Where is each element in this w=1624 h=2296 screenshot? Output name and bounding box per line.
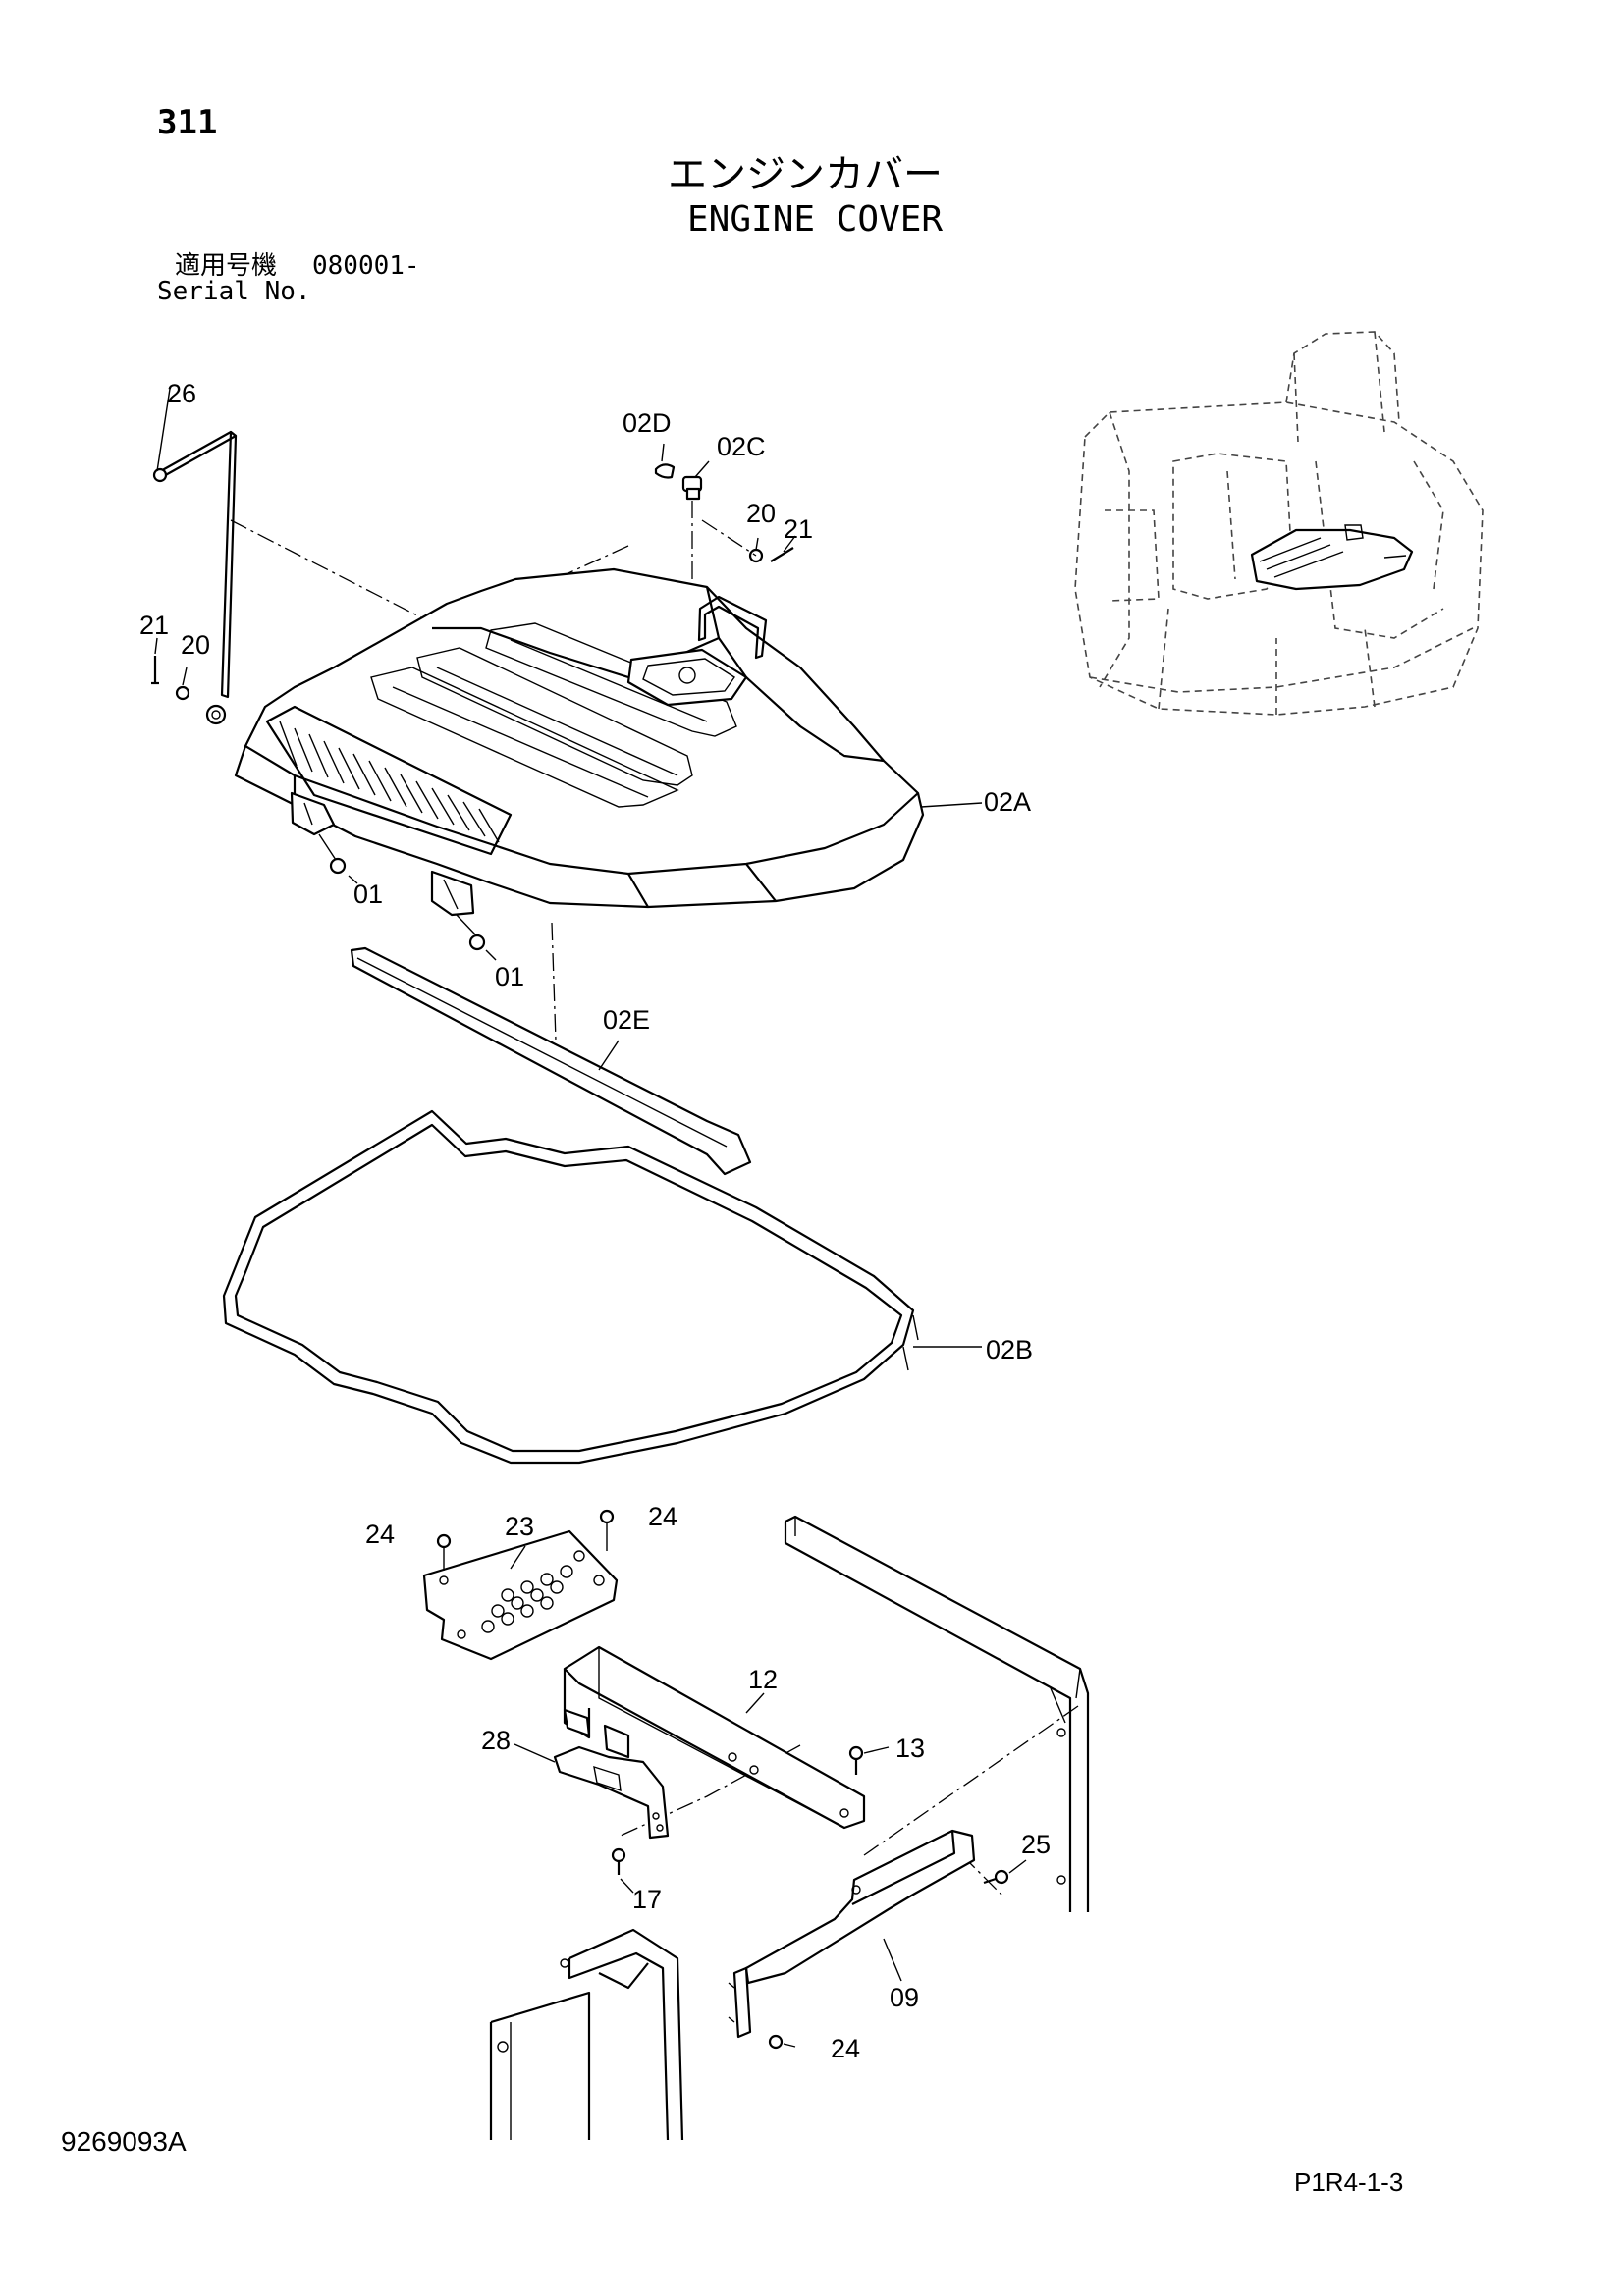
lower-left-frame [489, 1928, 684, 2141]
callout-13: 13 [895, 1734, 926, 1763]
serial-label-japanese: 適用号機 [175, 251, 278, 281]
bolts-13-17-25 [611, 1745, 1027, 1894]
title-english: ENGINE COVER [687, 199, 944, 240]
callout-24-c: 24 [831, 2034, 861, 2063]
machine-location-inset [1074, 331, 1484, 716]
callout-02a: 02A [984, 787, 1032, 817]
callout-24-b: 24 [648, 1502, 678, 1531]
title-japanese: エンジンカバー [668, 152, 943, 197]
drawing-code: 9269093A [61, 2126, 187, 2157]
callout-24-a: 24 [365, 1520, 396, 1549]
part-12-rail [563, 1645, 866, 1830]
callout-26: 26 [167, 379, 197, 408]
callout-02e: 02E [603, 1005, 651, 1035]
callout-01-b: 01 [495, 962, 525, 991]
callout-01-a: 01 [353, 880, 384, 909]
part-26-support-rod [152, 388, 238, 725]
page-number: 311 [157, 103, 218, 142]
part-02e-seal-strip [350, 946, 752, 1176]
callout-25: 25 [1021, 1830, 1052, 1859]
part-28-bracket [514, 1743, 670, 1840]
fasteners-02d-02c-20-21 [654, 443, 796, 563]
callout-09: 09 [890, 1983, 920, 2012]
callout-21-left: 21 [139, 611, 170, 640]
serial-number-range: 080001- [312, 251, 420, 281]
part-09-long-bracket [728, 1829, 976, 2050]
callout-20-top: 20 [746, 499, 777, 528]
callout-02d: 02D [623, 408, 672, 438]
serial-label-english: Serial No. [157, 277, 311, 306]
callout-23: 23 [505, 1512, 535, 1541]
lower-frame-outline [784, 1515, 1090, 1912]
callout-02b: 02B [986, 1335, 1034, 1364]
callout-28: 28 [481, 1726, 512, 1755]
callout-21-top: 21 [784, 514, 814, 544]
callout-12: 12 [748, 1665, 779, 1694]
part-02a-engine-cover [234, 567, 983, 961]
part-02b-gasket [222, 1109, 982, 1465]
callout-17: 17 [632, 1885, 663, 1914]
part-23-plate [422, 1509, 619, 1661]
page-reference: P1R4-1-3 [1294, 2167, 1404, 2197]
fasteners-21-20-left [151, 637, 190, 701]
cover-louvre-slots [279, 721, 500, 843]
callout-02c: 02C [717, 432, 766, 461]
callout-20-left: 20 [181, 630, 211, 660]
